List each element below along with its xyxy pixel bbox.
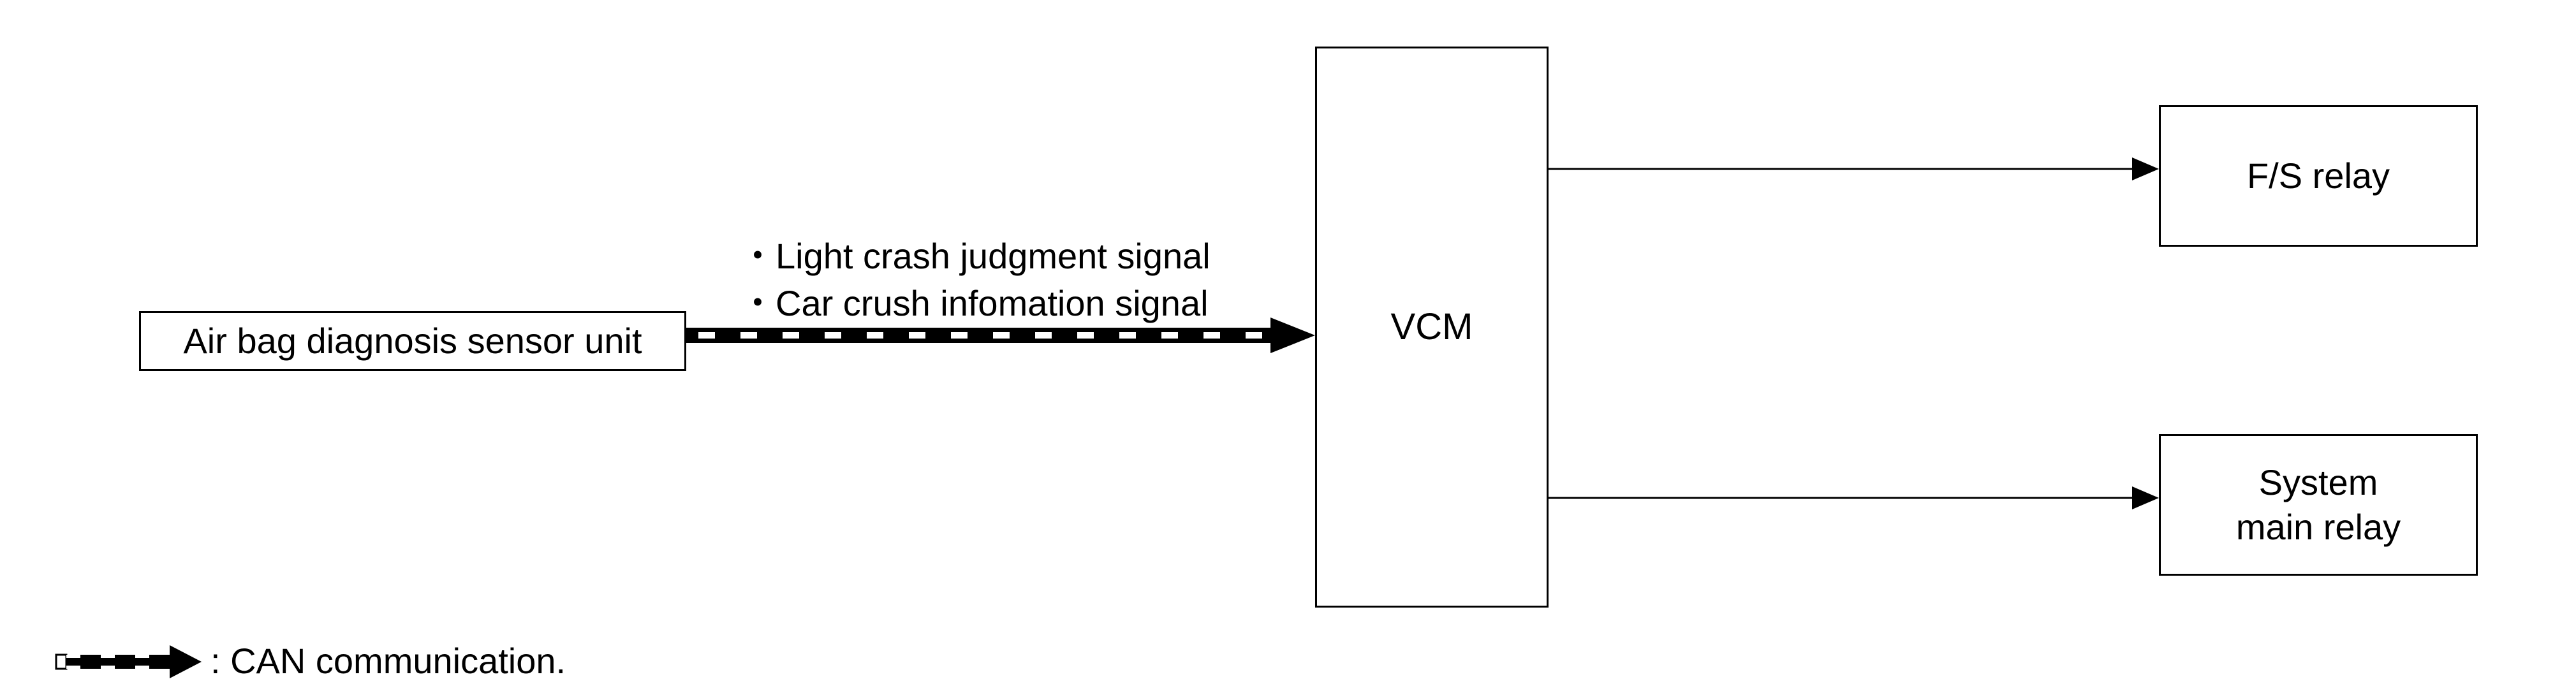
vcm-to-system-main-relay-arrow <box>1549 486 2159 509</box>
system-main-relay-block: System main relay <box>2159 434 2478 576</box>
signal-label-light-crash: ・Light crash judgment signal <box>740 236 1211 276</box>
fs-relay-block: F/S relay <box>2159 105 2478 247</box>
vcm-block: VCM <box>1315 47 1549 608</box>
legend-can-text: : CAN communication. <box>210 641 566 681</box>
airbag-diagnosis-sensor-unit-block: Air bag diagnosis sensor unit <box>139 311 686 371</box>
fs-relay-label: F/S relay <box>2246 156 2390 196</box>
signal-label-car-crush-info: ・Car crush infomation signal <box>740 283 1209 323</box>
can-communication-arrow <box>686 317 1315 353</box>
legend-can-symbol <box>55 645 202 678</box>
vcm-label: VCM <box>1390 305 1473 347</box>
airbag-diagnosis-sensor-unit-label: Air bag diagnosis sensor unit <box>183 321 642 361</box>
system-main-relay-label: System main relay <box>2235 462 2401 547</box>
vcm-to-fs-relay-arrow <box>1549 157 2159 180</box>
